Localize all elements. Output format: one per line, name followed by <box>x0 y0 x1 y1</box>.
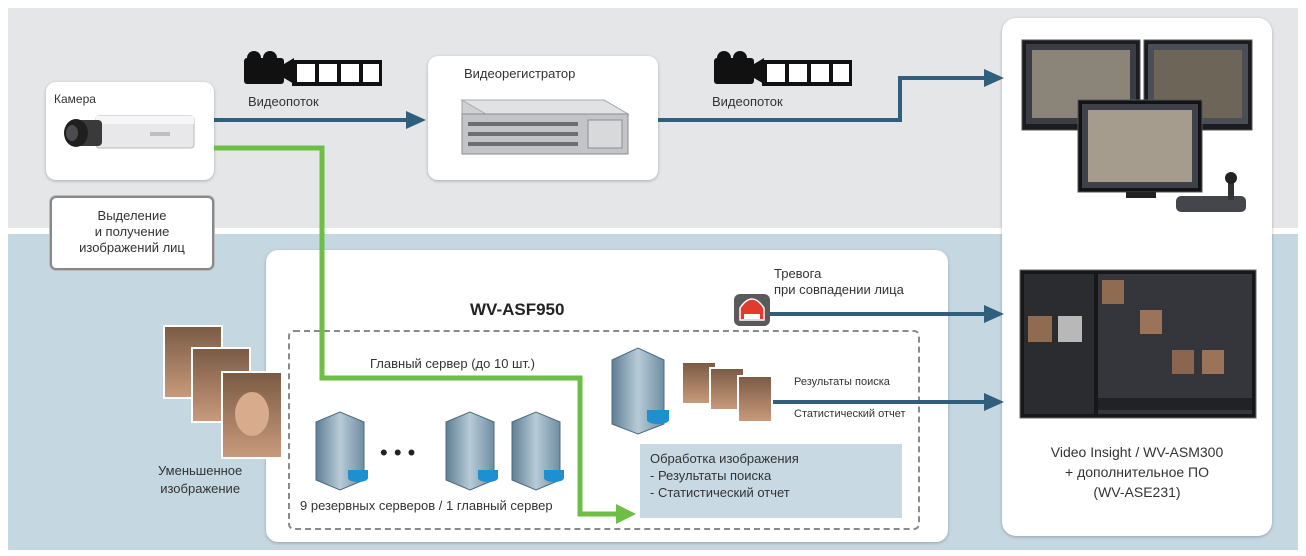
thumbnail-label: Уменьшенное изображение <box>158 462 242 498</box>
thumbnail-line2: изображение <box>160 481 241 496</box>
processing-line1: Обработка изображения <box>650 451 799 466</box>
results-arrow <box>770 393 1004 411</box>
video-stream-arrow-2 <box>658 69 1004 122</box>
alarm-label: Тревога при совпадении лица <box>774 266 904 298</box>
stream-label-left: Видеопоток <box>248 94 319 109</box>
camera-label: Камера <box>54 92 96 106</box>
alarm-arrow <box>770 305 1004 323</box>
film-strip-icon-left <box>244 51 382 86</box>
processing-line2: - Результаты поиска <box>650 468 772 483</box>
software-screenshot <box>1019 269 1257 419</box>
face-extraction-line3: изображений лиц <box>79 240 185 255</box>
face-image-arrow <box>214 145 636 524</box>
main-server-icon <box>611 347 669 435</box>
video-stream-arrow-1 <box>214 111 426 129</box>
film-strip-icon-right <box>714 51 852 86</box>
software-line1: Video Insight / WV-ASM300 <box>1050 444 1224 460</box>
backup-servers-label: 9 резервных серверов / 1 главный сервер <box>300 498 553 513</box>
server-icon-2 <box>445 411 498 491</box>
alarm-line2: при совпадении лица <box>774 282 904 297</box>
result-faces <box>681 361 773 423</box>
main-server-label: Главный сервер (до 10 шт.) <box>370 356 535 371</box>
software-line2: + дополнительное ПО <box>1065 464 1209 480</box>
alarm-line1: Тревога <box>774 266 822 281</box>
server-icon-1 <box>315 411 368 491</box>
stats-report-label: Статистический отчет <box>794 408 906 420</box>
monitors-icon <box>1021 39 1253 212</box>
stream-label-right: Видеопоток <box>712 94 783 109</box>
camera-icon <box>64 115 195 149</box>
software-card: Video Insight / WV-ASM300 + дополнительн… <box>1002 18 1272 536</box>
face-extraction-note: Выделение и получение изображений лиц <box>50 196 214 270</box>
search-results-label: Результаты поиска <box>794 376 890 388</box>
recorder-icon <box>460 99 630 155</box>
software-line3: (WV-ASE231) <box>1093 484 1181 500</box>
image-processing-box: Обработка изображения - Результаты поиск… <box>640 444 902 518</box>
recorder-label: Видеорегистратор <box>464 66 576 81</box>
recorder-card: Видеорегистратор <box>428 56 658 180</box>
server-cluster-outline <box>288 330 920 530</box>
server-ellipsis: • • • <box>380 440 416 465</box>
software-caption: Video Insight / WV-ASM300 + дополнительн… <box>1002 442 1272 502</box>
camera-card: Камера <box>46 82 214 180</box>
thumbnail-faces <box>163 325 283 459</box>
server-icon-3 <box>511 411 564 491</box>
face-extraction-line2: и получение <box>94 224 170 239</box>
server-panel-title: WV-ASF950 <box>470 300 565 319</box>
thumbnail-line1: Уменьшенное <box>158 463 243 478</box>
processing-line3: - Статистический отчет <box>650 485 790 500</box>
face-extraction-line1: Выделение <box>97 208 167 223</box>
alarm-icon <box>734 294 770 326</box>
